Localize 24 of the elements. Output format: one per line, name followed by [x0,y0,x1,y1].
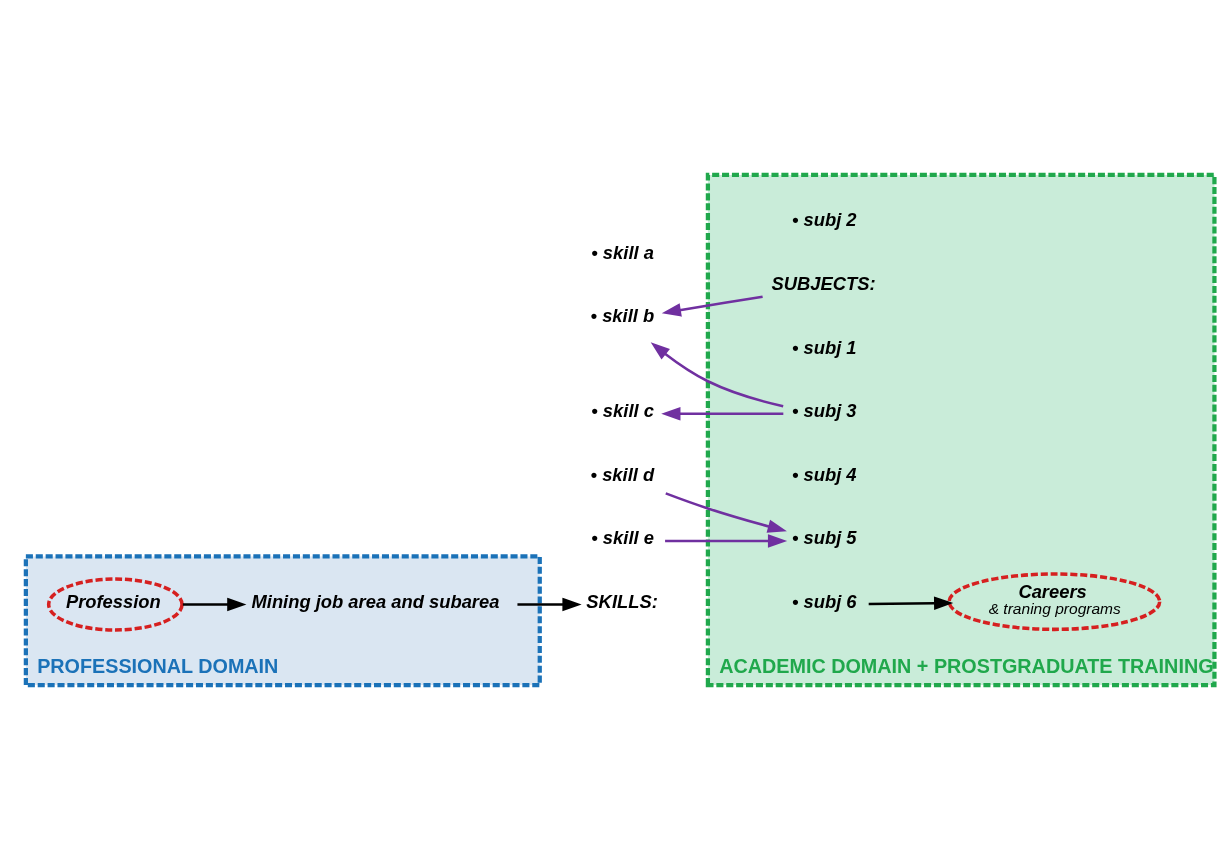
node-text: • subj 4 [791,463,857,485]
node-text: SKILLS: [586,590,658,612]
arrow [665,533,788,548]
arrow [650,341,784,407]
node-text: • skill b [590,304,655,326]
node-text: • skill c [591,399,654,421]
arrow [182,597,247,611]
node-text: • skill e [591,526,654,548]
node-text: Mining job area and subarea [251,590,500,612]
arrow [661,406,784,420]
node-text: • subj 6 [791,590,857,612]
arrow [868,595,954,610]
node-text: • subj 2 [791,208,857,230]
arrow [661,294,763,317]
node-text: • skill d [590,463,655,485]
node-text: • subj 5 [791,526,857,548]
node-text: • subj 1 [791,336,857,358]
node-ellipse: Careers & traning programs [947,571,1162,631]
node-ellipse: Profession [46,576,184,632]
node-text: SUBJECTS: [771,272,876,294]
node-text: • subj 3 [791,399,857,421]
node-text: • skill a [591,241,654,263]
arrow [665,491,787,533]
arrow [517,597,582,611]
